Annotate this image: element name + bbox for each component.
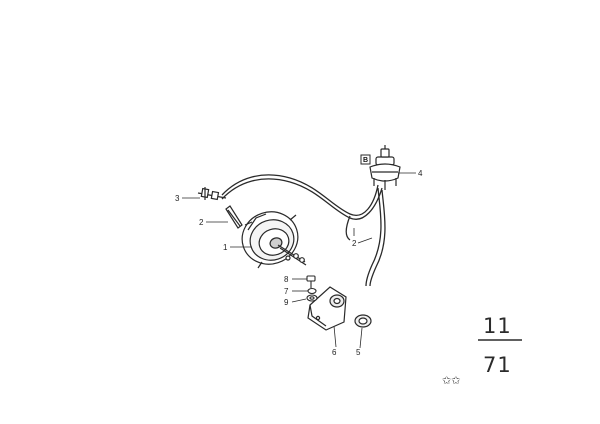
leader-lines xyxy=(182,172,416,349)
bolt-hardware xyxy=(306,275,318,302)
fluid-reservoir xyxy=(369,145,401,190)
part-badge: B xyxy=(360,154,371,165)
group-number-bottom: 71 xyxy=(483,353,512,377)
vacuum-hose xyxy=(221,174,386,287)
callout-8: 8 xyxy=(284,275,289,284)
group-number-top: 11 xyxy=(483,314,512,338)
group-number-block: 11 71 xyxy=(478,314,522,377)
grommet xyxy=(354,314,372,328)
callout-5: 5 xyxy=(356,348,361,357)
mounting-bracket xyxy=(307,286,347,331)
callout-7: 7 xyxy=(284,287,289,296)
callout-9: 9 xyxy=(284,298,289,307)
t-connector xyxy=(197,187,227,201)
callout-hose-2: 2 xyxy=(352,239,357,248)
brake-booster xyxy=(241,211,307,269)
callout-2: 2 xyxy=(199,218,204,227)
callout-4: 4 xyxy=(418,169,423,178)
callout-6: 6 xyxy=(332,348,337,357)
stars-mark: ✩✩ xyxy=(442,374,460,387)
callout-3: 3 xyxy=(175,194,180,203)
callout-1: 1 xyxy=(223,243,228,252)
hose-piece xyxy=(225,205,243,229)
svg-text:B: B xyxy=(363,157,368,164)
